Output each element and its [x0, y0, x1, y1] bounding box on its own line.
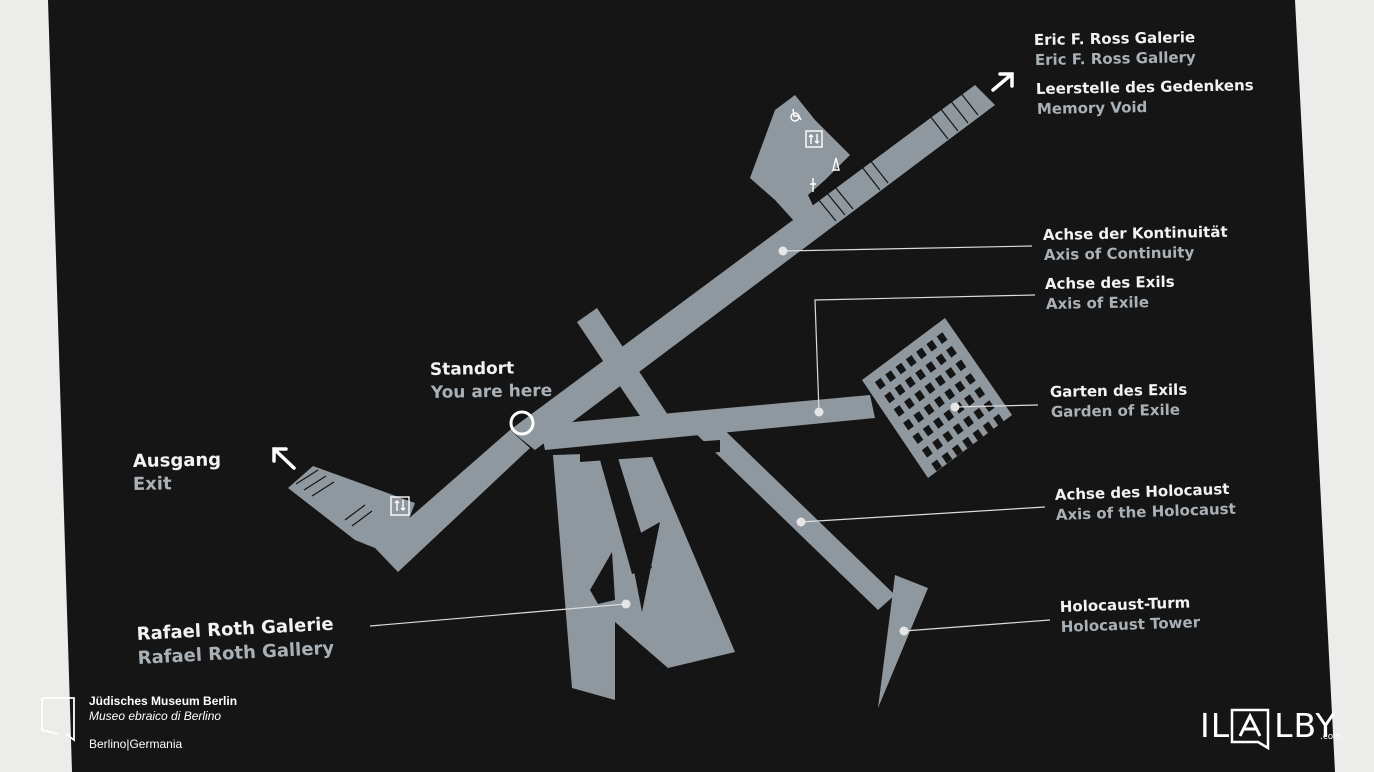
- label-garden-de: Garten des Exils: [1050, 381, 1188, 401]
- garden-stele: [916, 347, 927, 360]
- garden-stele: [936, 332, 948, 344]
- label-standort-de: Standort: [430, 359, 515, 380]
- garden-stele: [935, 353, 947, 366]
- stair-hatching: [295, 91, 979, 527]
- arrow-up-left-icon: [272, 447, 296, 470]
- garden-stele: [963, 415, 974, 428]
- garden-stele: [934, 374, 946, 387]
- label-standort-en: You are here: [430, 381, 553, 403]
- garden-stele: [874, 377, 886, 390]
- leader-lines: [369, 245, 1051, 632]
- direction-arrows: [272, 72, 1014, 470]
- garden-stele: [885, 370, 896, 382]
- garden-stele: [923, 403, 935, 416]
- garden-stele: [921, 445, 933, 458]
- garden-stele: [955, 359, 967, 372]
- cross-corridor: [577, 308, 668, 428]
- garden-stele: [925, 361, 937, 373]
- garden-stele: [903, 418, 914, 431]
- label-memory-void-de: Leerstelle des Gedenkens: [1036, 76, 1254, 98]
- credit-museum-name: Jüdisches Museum Berlin: [89, 694, 238, 708]
- exit-elevator-icon: [390, 496, 410, 516]
- garden-stele: [913, 411, 925, 423]
- garden-stele: [931, 459, 943, 472]
- garden-stele: [944, 388, 956, 400]
- elevator-icon: [805, 130, 823, 148]
- garden-stele: [941, 451, 953, 464]
- service-icons: [390, 108, 840, 516]
- garden-stele: [894, 383, 906, 396]
- garden-stele: [924, 382, 936, 394]
- garden-stele: [974, 386, 986, 399]
- watermark-right: LBY: [1274, 706, 1337, 745]
- garden-stele: [954, 380, 966, 393]
- axis-of-continuity: [510, 85, 995, 450]
- sign-board: [48, 0, 1335, 772]
- garden-stele: [942, 430, 954, 443]
- garden-stele: [932, 438, 943, 450]
- label-exile-de: Achse des Exils: [1045, 273, 1175, 293]
- label-continuity-de: Achse der Kontinuität: [1043, 223, 1228, 244]
- garden-stele: [884, 391, 896, 404]
- garden-stele: [993, 413, 1004, 426]
- garden-stele: [964, 394, 975, 406]
- watermark-a-icon: [1230, 708, 1270, 750]
- wheelchair-frame: [792, 108, 802, 121]
- garden-stele: [904, 397, 915, 410]
- leader-dots: [621, 246, 960, 636]
- garden-stele: [915, 368, 926, 381]
- label-memory-void-en: Memory Void: [1037, 98, 1148, 118]
- service-block: [750, 95, 850, 222]
- garden-stele: [962, 436, 973, 449]
- label-eric-ross-en: Eric F. Ross Gallery: [1035, 48, 1196, 69]
- garden-stele: [933, 417, 944, 429]
- garden-stele: [951, 444, 963, 456]
- exit-elevator-arrows: [394, 500, 406, 511]
- credit-city: Berlino|Germania: [89, 737, 183, 751]
- garden-stele: [926, 339, 938, 352]
- garden-stele: [945, 367, 956, 379]
- watermark-suffix: .com: [1320, 732, 1343, 742]
- floor-plan: [288, 85, 1012, 708]
- watermark-text: IL LBY: [1200, 706, 1337, 745]
- garden-stele: [904, 376, 916, 388]
- garden-stele: [982, 421, 994, 434]
- garden-stele: [922, 424, 934, 437]
- credit-subtitle: Museo ebraico di Berlino: [89, 709, 222, 723]
- label-garden-en: Garden of Exile: [1051, 401, 1180, 421]
- toilet-woman-icon: [832, 157, 840, 171]
- garden-stele: [912, 432, 924, 444]
- watermark-left: IL: [1200, 706, 1231, 745]
- void-slits: [580, 440, 720, 612]
- garden-stele: [943, 409, 955, 422]
- exit-corridor: [375, 430, 530, 572]
- arrow-up-right-icon: [991, 72, 1014, 92]
- credit-bracket-icon: [41, 697, 75, 742]
- label-continuity-en: Axis of Continuity: [1044, 243, 1195, 264]
- garden-stele: [893, 405, 905, 417]
- garden-stele: [905, 355, 917, 367]
- label-ausgang-de: Ausgang: [133, 449, 222, 472]
- garden-stele: [946, 345, 957, 358]
- garden-stele: [973, 407, 985, 420]
- label-exile-en: Axis of Exile: [1046, 293, 1149, 313]
- elevator-arrows: [808, 134, 820, 144]
- label-ausgang-en: Exit: [133, 473, 172, 495]
- garden-stele: [972, 429, 984, 441]
- garden-stele: [895, 362, 907, 375]
- axis-of-holocaust: [690, 418, 895, 610]
- holocaust-tower: [878, 575, 928, 708]
- label-tower-de: Holocaust-Turm: [1060, 593, 1191, 616]
- garden-stele: [914, 389, 926, 402]
- garden-stele: [964, 373, 976, 385]
- garden-stele: [952, 423, 964, 435]
- toilet-man-icon: [810, 178, 816, 192]
- label-eric-ross-de: Eric F. Ross Galerie: [1034, 28, 1196, 49]
- you-are-here-marker: [509, 410, 535, 436]
- exit-stair-block: [288, 466, 415, 548]
- label-tower-en: Holocaust Tower: [1061, 613, 1201, 636]
- garden-grid: [874, 332, 1004, 472]
- garden-stele: [934, 395, 945, 408]
